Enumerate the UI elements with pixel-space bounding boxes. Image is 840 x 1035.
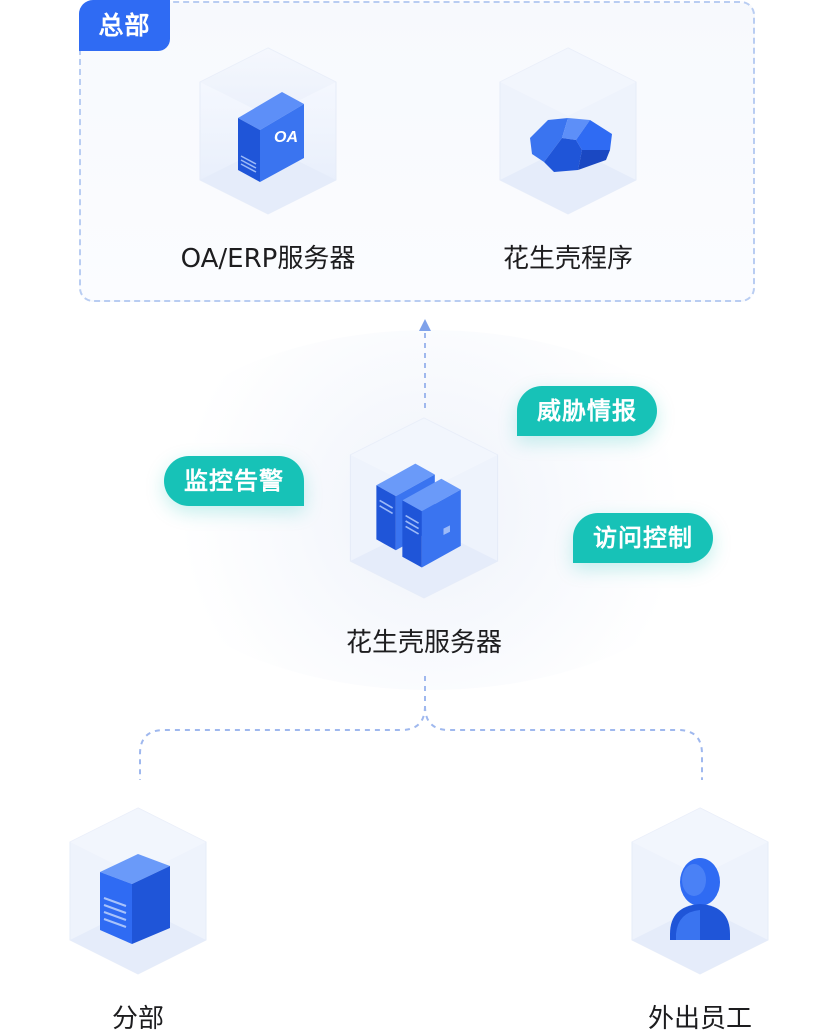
peanut-shell-label: 花生壳程序 xyxy=(502,244,633,274)
oa-erp-label: OA/ERP服务器 xyxy=(180,244,356,274)
branch-node xyxy=(68,806,208,976)
person-icon xyxy=(670,858,730,940)
peanut-shell-node xyxy=(498,46,638,216)
arrow-up-icon xyxy=(419,319,431,331)
oa-server-icon: OA xyxy=(238,92,304,182)
branch-line-right xyxy=(424,705,703,780)
access-control-pill: 访问控制 xyxy=(573,513,713,563)
server-rack-icon xyxy=(376,463,461,568)
svg-text:OA: OA xyxy=(274,129,298,146)
headquarters-badge: 总部 xyxy=(79,0,170,51)
branch-label: 分部 xyxy=(111,1004,164,1034)
oa-erp-node: OA xyxy=(198,46,338,216)
headquarters-group xyxy=(79,1,755,302)
building-icon xyxy=(100,854,170,944)
branch-line-left xyxy=(139,676,426,780)
center-server-node xyxy=(348,416,500,600)
center-server-label: 花生壳服务器 xyxy=(345,628,502,658)
peanut-shell-icon xyxy=(530,118,612,172)
monitor-alert-pill: 监控告警 xyxy=(164,456,304,506)
remote-employee-label: 外出员工 xyxy=(647,1004,752,1034)
threat-intel-pill: 威胁情报 xyxy=(517,386,657,436)
remote-employee-node xyxy=(630,806,770,976)
